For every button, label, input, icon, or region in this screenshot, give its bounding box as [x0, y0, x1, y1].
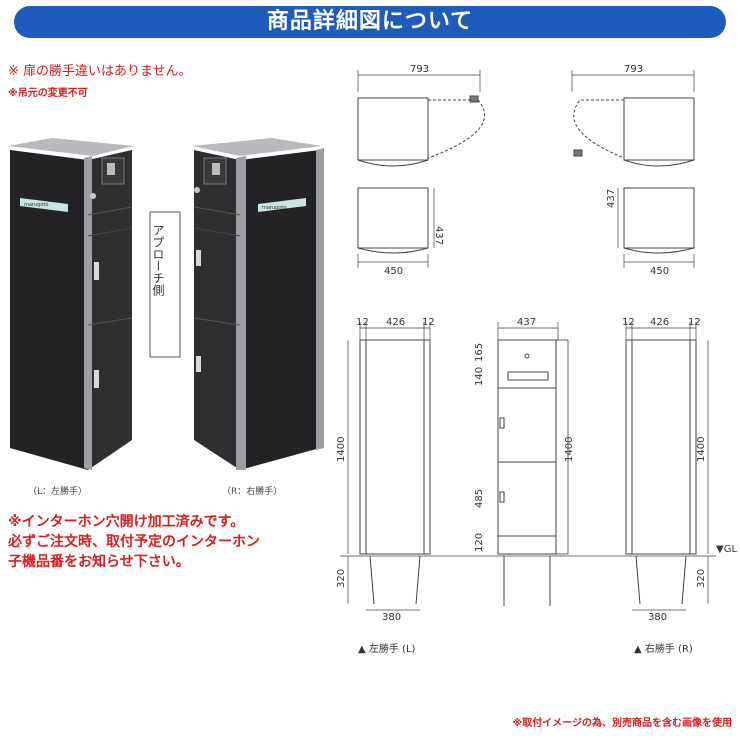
top-right-width-dim: 793 [624, 64, 643, 75]
intercom-note: ※インターホン穴開け加工済みです。 必ずご注文時、取付予定のインターホン 子機品… [8, 512, 260, 572]
side-right-depth-dim: 437 [606, 189, 617, 208]
right-hand-drawing-label: ▲ 右勝手 (R) [634, 642, 693, 655]
front-right-inner-width: 426 [650, 317, 669, 328]
side-left-depth-dim: 437 [433, 226, 444, 245]
left-hand-drawing-label: ▲ 左勝手 (L) [358, 642, 416, 655]
side-left-width-dim: 450 [384, 266, 403, 277]
front-left-stand-width: 380 [382, 612, 401, 623]
side-elev-base-dim: 120 [474, 533, 485, 552]
side-elevation-center [497, 322, 569, 606]
side-elev-mail-dim: 140 [474, 367, 485, 386]
footer-note: ※取付イメージの為、別売商品を含む画像を使用 [512, 718, 732, 729]
front-right-stand-height: 320 [696, 569, 707, 588]
approach-side-label: アプローチ側 [151, 224, 165, 296]
front-right-margin-left: 12 [622, 317, 635, 328]
side-elev-top-dim: 165 [474, 343, 485, 362]
nameplate [20, 198, 68, 212]
front-left-margin-left: 12 [356, 317, 369, 328]
intercom-note-line-1: ※インターホン穴開け加工済みです。 [8, 514, 245, 530]
page-title: 商品詳細図について [14, 6, 726, 38]
nameplate-text: marugoto [262, 205, 286, 211]
front-view-right [625, 322, 709, 611]
right-hand-caption: （R：右勝手） [222, 485, 282, 497]
top-view-right [571, 70, 695, 167]
front-left-inner-width: 426 [386, 317, 405, 328]
side-elev-height-dim: 1400 [564, 437, 575, 462]
approach-side-box [149, 211, 181, 358]
front-left-height-dim: 1400 [336, 437, 347, 462]
intercom-note-line-3: 子機品番をお知らせ下さい。 [8, 554, 190, 570]
front-right-margin-right: 12 [688, 317, 701, 328]
door-hand-note: ※ 扉の勝手違いはありません。 [8, 64, 192, 79]
left-hand-caption: （L：左勝手） [28, 485, 87, 497]
door-handle-icon [94, 262, 99, 280]
side-elev-depth-dim: 437 [517, 317, 536, 328]
door-handle-icon [196, 356, 201, 372]
front-left-margin-right: 12 [422, 317, 435, 328]
front-right-height-dim: 1400 [696, 437, 707, 462]
side-view-left [357, 187, 435, 268]
intercom-note-line-2: 必ずご注文時、取付予定のインターホン [8, 534, 260, 550]
gl-label: ▼GL [716, 544, 737, 555]
photo-left-cabinet: marugoto [8, 138, 134, 470]
photo-right-cabinet: marugoto [192, 138, 324, 470]
side-right-width-dim: 450 [650, 266, 669, 277]
door-handle-icon [196, 250, 201, 266]
top-view-left [357, 70, 486, 167]
nameplate-text: marugoto [24, 202, 48, 208]
top-left-width-dim: 793 [410, 64, 429, 75]
front-right-stand-width: 380 [648, 612, 667, 623]
front-left-stand-height: 320 [336, 569, 347, 588]
door-handle-icon [94, 370, 99, 388]
hinge-note: ※吊元の変更不可 [8, 88, 88, 99]
side-elev-lower-dim: 485 [474, 489, 485, 508]
nameplate [258, 198, 306, 212]
front-view-left [347, 322, 431, 611]
side-view-right [617, 187, 695, 268]
